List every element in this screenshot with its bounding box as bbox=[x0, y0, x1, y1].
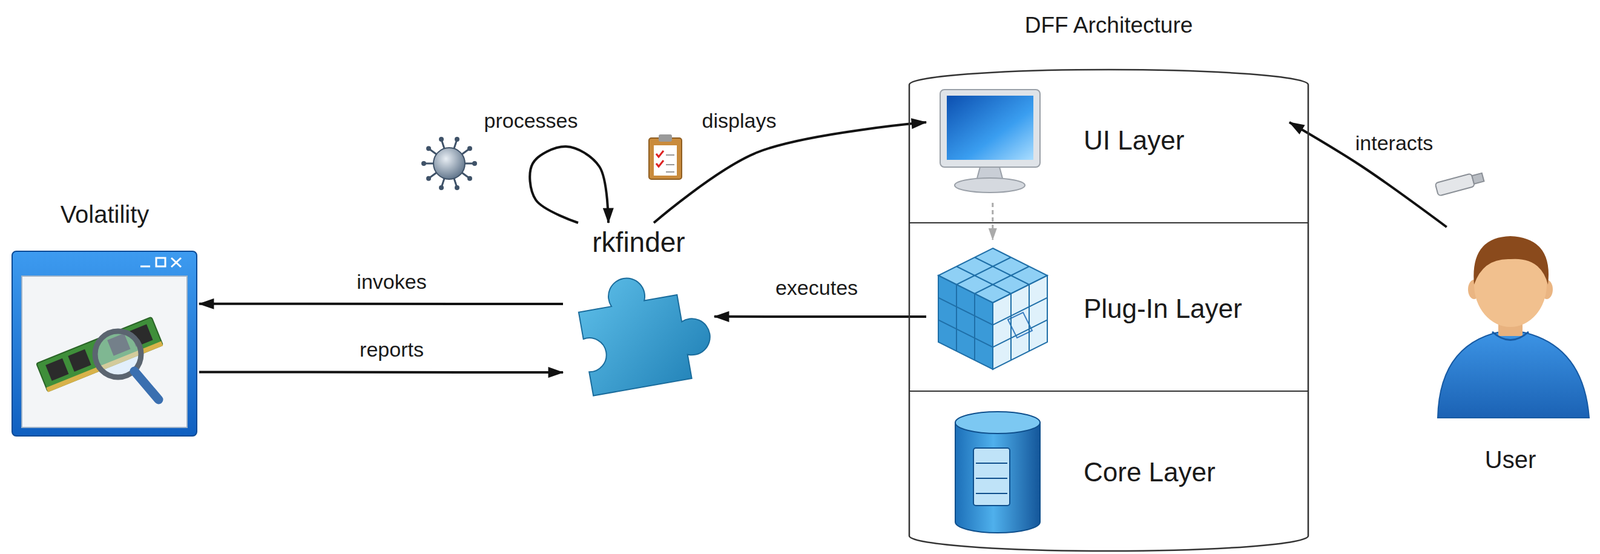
processes-icon-part bbox=[461, 172, 469, 178]
processes-icon-part bbox=[454, 178, 457, 187]
processes-icon-part bbox=[454, 140, 457, 149]
processes-icon-part bbox=[429, 148, 437, 154]
cube-icon-part bbox=[938, 297, 993, 326]
cube-icon-part bbox=[956, 266, 1011, 294]
layer-label: UI Layer bbox=[1083, 124, 1185, 157]
layer-band: Plug-In Layer bbox=[926, 239, 1290, 379]
usb-drive-icon bbox=[1434, 170, 1485, 197]
clipboard-icon-part bbox=[665, 154, 675, 172]
clipboard-icon-part bbox=[648, 138, 682, 180]
volatility-window-icon-part bbox=[21, 276, 188, 428]
flow-arrow bbox=[529, 146, 609, 223]
user-figure-part bbox=[1437, 329, 1590, 418]
volatility-window-icon-part-part bbox=[67, 349, 91, 372]
tool-window: Volatility bbox=[10, 199, 200, 439]
processes-icon-part bbox=[424, 162, 434, 165]
edge-label: interacts bbox=[1353, 130, 1436, 156]
dashed-arrow bbox=[991, 202, 994, 240]
layer-label: Core Layer bbox=[1083, 456, 1216, 489]
edge-label: executes bbox=[773, 275, 861, 301]
user-figure-part bbox=[1492, 331, 1529, 341]
architecture-cylinder: DFF ArchitectureUI LayerPlug-In LayerCor… bbox=[908, 69, 1310, 551]
layer-band: Core Layer bbox=[926, 402, 1290, 542]
edge-label: displays bbox=[699, 108, 780, 134]
plugin-puzzle-icon bbox=[574, 265, 717, 396]
volatility-window-icon-part bbox=[171, 257, 182, 267]
processes-icon-part bbox=[438, 185, 444, 191]
cube-icon-part bbox=[992, 275, 1048, 370]
processes-icon-part bbox=[433, 147, 465, 180]
node-label: rkfinder bbox=[562, 225, 715, 260]
edge-label: processes bbox=[481, 108, 581, 134]
actor-node: User bbox=[1428, 227, 1593, 482]
volatility-window-icon-part bbox=[171, 257, 182, 267]
flow-arrow bbox=[1289, 122, 1447, 228]
usb-drive-icon-part bbox=[1434, 173, 1475, 196]
cylinder-outline bbox=[909, 69, 1309, 551]
monitor-icon bbox=[940, 89, 1041, 193]
usb-drive-icon-part bbox=[1471, 173, 1484, 185]
core-database-icon-part bbox=[955, 422, 1041, 533]
monitor-icon-part bbox=[940, 89, 1041, 168]
volatility-window-icon-part bbox=[134, 371, 159, 400]
node-label: Volatility bbox=[10, 199, 200, 229]
clipboard-icon-part bbox=[658, 134, 672, 142]
flow-arrow bbox=[653, 122, 927, 223]
cube-icon-part bbox=[955, 284, 958, 352]
processes-icon-part bbox=[438, 136, 444, 142]
volatility-window-icon bbox=[12, 251, 197, 436]
cube-icon-part bbox=[938, 275, 993, 370]
clipboard-icon-part bbox=[653, 145, 677, 176]
cube-icon-part bbox=[992, 297, 1048, 326]
processes-icon-part bbox=[461, 148, 469, 154]
clipboard-icon-part bbox=[656, 150, 664, 167]
node-label: DFF Architecture bbox=[908, 12, 1310, 39]
monitor-icon-part bbox=[954, 177, 1025, 193]
processes-icon-part bbox=[441, 140, 445, 149]
processes-icon-part bbox=[454, 136, 460, 142]
volatility-window-icon-part-part bbox=[45, 358, 69, 381]
flow-arrow bbox=[714, 315, 927, 318]
processes-icon-part bbox=[472, 161, 478, 166]
cube-icon bbox=[938, 248, 1048, 370]
processes-icon bbox=[421, 136, 478, 191]
flow-arrow bbox=[199, 302, 563, 306]
node-label: User bbox=[1428, 444, 1593, 475]
processes-icon-part bbox=[429, 172, 437, 178]
processes-icon-part bbox=[421, 161, 427, 166]
clipboard-icon bbox=[648, 134, 682, 180]
processes-icon-part bbox=[441, 178, 445, 187]
processes-icon-part bbox=[464, 162, 474, 165]
cube-icon-part bbox=[974, 293, 976, 361]
monitor-icon-part bbox=[946, 95, 1034, 160]
volatility-window-icon-part bbox=[156, 257, 166, 267]
plugin-puzzle-icon-part bbox=[574, 265, 717, 396]
cube-icon-part bbox=[1010, 293, 1012, 361]
edge-label: reports bbox=[357, 337, 427, 363]
processes-icon-part bbox=[467, 176, 473, 182]
processes-icon-part bbox=[454, 185, 460, 191]
processes-icon-part bbox=[426, 145, 432, 151]
edge-label: invokes bbox=[354, 269, 429, 295]
flow-arrow bbox=[199, 370, 563, 374]
cube-icon-part bbox=[1028, 284, 1030, 352]
cube-icon-part bbox=[938, 319, 993, 347]
cube-icon-part bbox=[992, 319, 1048, 347]
user-figure bbox=[1437, 236, 1590, 418]
plugin-node: rkfinder bbox=[562, 222, 715, 399]
layer-label: Plug-In Layer bbox=[1083, 293, 1243, 326]
volatility-window-icon-part bbox=[140, 265, 151, 268]
user-figure-part bbox=[1473, 236, 1549, 285]
core-database-icon-part bbox=[975, 463, 1008, 494]
processes-icon-part bbox=[467, 145, 473, 151]
processes-icon-part bbox=[426, 176, 432, 182]
layer-band: UI Layer bbox=[926, 78, 1290, 203]
core-database-icon-part bbox=[955, 411, 1041, 434]
layer-separator bbox=[909, 390, 1309, 392]
volatility-window-icon-part bbox=[12, 251, 197, 436]
core-database-icon bbox=[955, 411, 1041, 533]
layer-separator bbox=[909, 222, 1309, 224]
core-database-icon-part bbox=[973, 447, 1010, 506]
